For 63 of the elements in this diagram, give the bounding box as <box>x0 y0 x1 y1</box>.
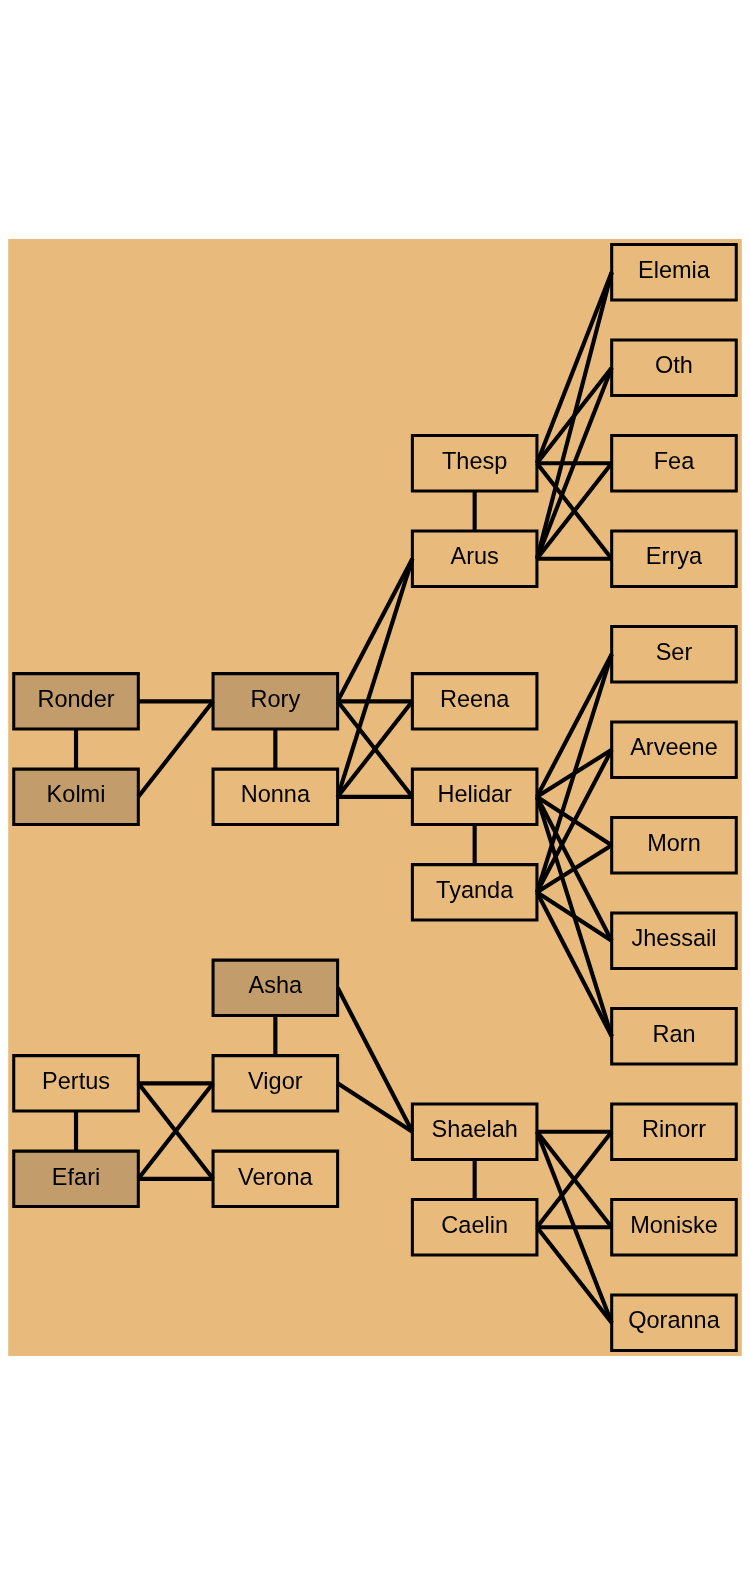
connector <box>536 1224 612 1229</box>
connector <box>535 461 614 560</box>
connector <box>535 1130 614 1229</box>
connector <box>472 824 477 865</box>
connector <box>472 490 477 531</box>
node-box: Morn <box>610 815 738 874</box>
connector <box>138 1080 214 1085</box>
connector <box>136 699 215 798</box>
node-box: Shaelah <box>410 1102 539 1161</box>
connector <box>534 653 614 893</box>
node-box: Elemia <box>610 242 738 301</box>
node-box: Ronder <box>12 671 140 730</box>
connector <box>335 557 415 797</box>
node-box: Kolmi <box>12 767 140 826</box>
connector <box>336 1081 414 1133</box>
connector <box>273 1015 278 1056</box>
connector <box>536 1129 612 1134</box>
connector <box>273 728 278 769</box>
node-box: Arus <box>410 529 539 588</box>
node-box: Moniske <box>610 1197 738 1256</box>
node-box: Rinorr <box>610 1102 738 1161</box>
node-box: Reena <box>410 671 539 730</box>
connector <box>535 890 614 1037</box>
connector <box>73 1110 79 1151</box>
connector <box>138 1176 214 1181</box>
node-box: Pertus <box>12 1053 140 1113</box>
node-box: Helidar <box>410 767 539 826</box>
connector <box>535 366 614 559</box>
connector <box>535 795 614 942</box>
node-box: Vigor <box>211 1053 340 1113</box>
node-box: Caelin <box>410 1197 539 1256</box>
connector <box>534 271 614 559</box>
node-box: Jhessail <box>610 911 738 970</box>
connector <box>535 748 614 893</box>
connector <box>472 1158 477 1200</box>
connector <box>535 365 614 464</box>
connector <box>335 557 415 702</box>
node-box: Arveene <box>610 720 738 779</box>
node-box: Asha <box>211 958 340 1017</box>
connector <box>337 698 413 703</box>
node-box: Tyanda <box>410 862 539 922</box>
node-box: Fea <box>610 433 738 492</box>
node-box: Nonna <box>211 767 340 826</box>
node-box: Oth <box>610 338 738 397</box>
node-box: Rory <box>211 671 340 730</box>
connector <box>536 460 612 465</box>
node-box: Efari <box>12 1149 140 1208</box>
connector <box>534 795 614 1037</box>
node-box: Qoranna <box>610 1293 738 1352</box>
connector <box>535 1225 614 1324</box>
node-box: Verona <box>211 1149 340 1208</box>
node-box: Errya <box>610 529 738 588</box>
connector <box>136 1081 215 1180</box>
connector <box>337 794 413 799</box>
node-box: Ran <box>610 1006 738 1065</box>
connector <box>138 698 214 703</box>
connector <box>535 1130 614 1324</box>
connector <box>336 699 414 798</box>
node-box: Thesp <box>410 433 539 492</box>
connector <box>73 728 79 769</box>
connector <box>536 556 612 561</box>
connector <box>335 986 415 1133</box>
node-box: Ser <box>610 624 738 683</box>
